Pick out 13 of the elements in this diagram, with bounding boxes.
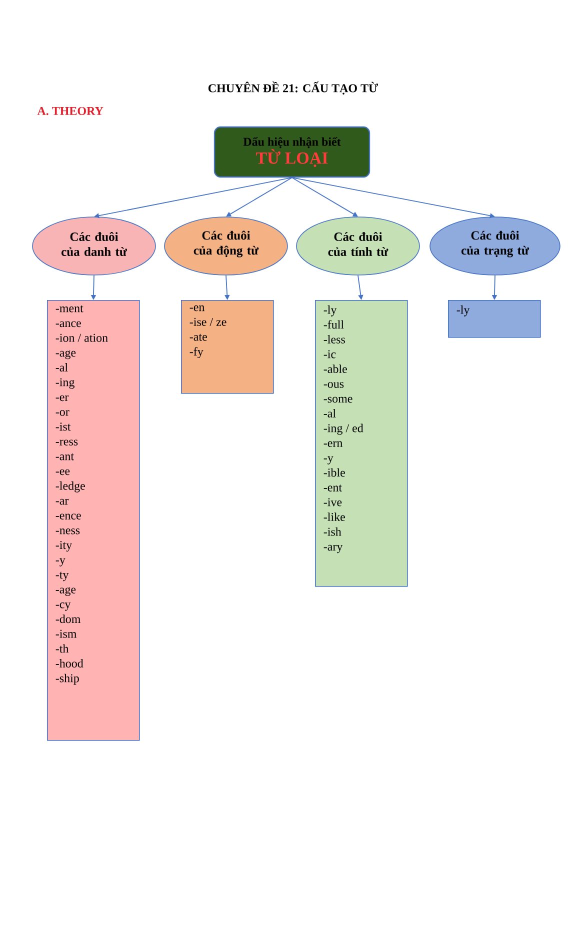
suffix-list-box: -ly -full -less -ic -able -ous -some -al -ing / ed -ern -y -ible -ent -ive -like -ish -ary [315,300,408,587]
category-oval: Các đuôi của trạng từ [430,216,560,276]
arrow [226,177,292,217]
suffix-list-box: -ment -ance -ion / ation -age -al -ing -er -or -ist -ress -ant -ee -ledge -ar -ence -ness -ity -y -ty -age -cy -dom -ism -th -hood -ship [47,300,140,741]
suffix-list-box: -en -ise / ze -ate -fy [181,300,274,394]
category-oval: Các đuôi của động từ [164,216,288,276]
suffix-list-box: -ly [448,300,541,338]
category-oval: Các đuôi của danh từ [32,216,156,276]
arrow [292,177,358,217]
title: CHUYÊN ĐỀ 21: CẤU TẠO TỪ [208,81,378,95]
section-heading: A. THEORY [37,106,104,116]
category-oval: Các đuôi của tính từ [296,216,420,276]
title-box: Dấu hiệu nhận biết TỪ LOẠI [214,126,370,178]
